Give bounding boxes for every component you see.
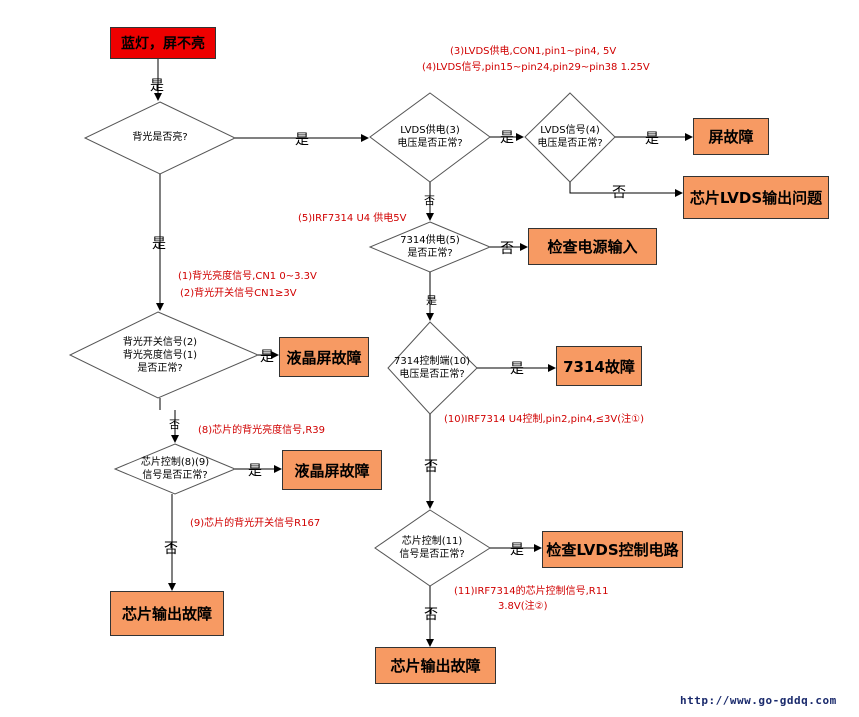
diamond-chip-ctrl-89-text: 芯片控制(8)(9) 信号是否正常?	[140, 457, 210, 481]
label-yes-lvds-signal: 是	[645, 131, 659, 147]
watermark-url: http://www.go-gddq.com	[680, 694, 837, 707]
result-check-power: 检查电源输入	[528, 228, 657, 265]
result-screen-fault: 屏故障	[693, 118, 769, 155]
label-yes-backlight-signal: 是	[260, 349, 274, 365]
diamond-backlight-text: 背光是否亮?	[132, 132, 188, 143]
note-5: (5)IRF7314 U4 供电5V	[298, 213, 407, 224]
diamond-backlight-signal	[68, 311, 260, 399]
label-no-7314-control: 否	[424, 459, 438, 475]
diamond-7314-control-text: 7314控制端(10) 电压是否正常?	[394, 356, 470, 380]
note-10: (10)IRF7314 U4控制,pin2,pin4,≤3V(注①)	[444, 414, 645, 425]
result-chip-output-right: 芯片输出故障	[375, 647, 496, 684]
note-3: (3)LVDS供电,CON1,pin1~pin4, 5V	[450, 46, 617, 57]
diamond-7314-power-text: 7314供电(5) 是否正常?	[400, 235, 460, 259]
label-yes-start: 是	[150, 78, 164, 94]
label-yes-7314-power: 是	[426, 294, 437, 307]
start-box: 蓝灯，屏不亮	[110, 27, 216, 59]
note-2: (2)背光开关信号CN1≥3V	[180, 288, 297, 299]
label-no-chip-ctrl-11: 否	[424, 607, 438, 623]
result-chip-lvds: 芯片LVDS输出问题	[683, 176, 829, 219]
label-yes-7314-control: 是	[510, 361, 524, 377]
diamond-chip-ctrl-11-text: 芯片控制(11) 信号是否正常?	[399, 536, 465, 560]
note-8: (8)芯片的背光亮度信号,R39	[198, 425, 326, 436]
diamond-lvds-signal-text: LVDS信号(4) 电压是否正常?	[537, 125, 603, 149]
label-yes-lvds-power: 是	[500, 130, 514, 146]
diamond-backlight-signal-text: 背光开关信号(2) 背光亮度信号(1) 是否正常?	[122, 337, 198, 374]
result-lcd-fault-1: 液晶屏故障	[279, 337, 369, 377]
note-11a: (11)IRF7314的芯片控制信号,R11	[454, 586, 609, 597]
label-no-7314-power: 否	[500, 241, 514, 257]
result-check-lvds-ctrl: 检查LVDS控制电路	[542, 531, 683, 568]
result-lcd-fault-2: 液晶屏故障	[282, 450, 382, 490]
label-no-lvds-signal: 否	[612, 185, 626, 201]
result-chip-output-left: 芯片输出故障	[110, 591, 224, 636]
label-yes-chip-ctrl-11: 是	[510, 542, 524, 558]
label-yes-backlight-down: 是	[152, 236, 166, 252]
label-no-backlight-signal: 否	[169, 418, 180, 431]
label-yes-chip-ctrl-89: 是	[248, 463, 262, 479]
label-no-chip-ctrl-89: 否	[164, 541, 178, 557]
note-9: (9)芯片的背光开关信号R167	[190, 518, 321, 529]
label-no-lvds-power: 否	[424, 194, 435, 207]
result-7314-fault: 7314故障	[556, 346, 642, 386]
note-1: (1)背光亮度信号,CN1 0~3.3V	[178, 271, 317, 282]
note-4: (4)LVDS信号,pin15~pin24,pin29~pin38 1.25V	[422, 62, 650, 73]
diamond-lvds-power-text: LVDS供电(3) 电压是否正常?	[397, 125, 463, 149]
label-yes-backlight-right: 是	[295, 132, 309, 148]
diamond-chip-ctrl-89	[113, 443, 237, 495]
note-11b: 3.8V(注②)	[498, 601, 548, 612]
